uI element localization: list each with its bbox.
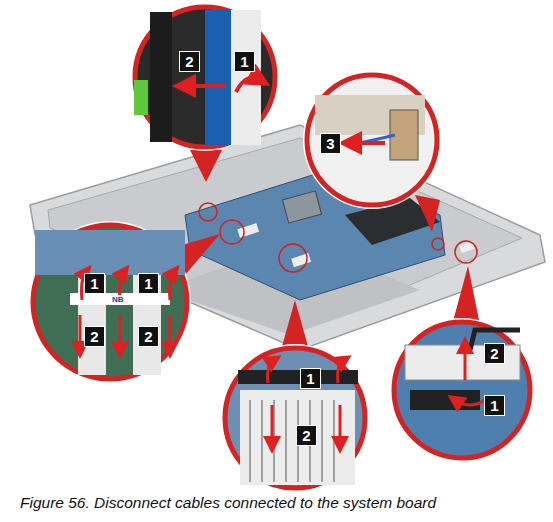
callout-number: 1 xyxy=(300,368,321,389)
callout-number: 2 xyxy=(179,51,200,72)
callout-number: 3 xyxy=(320,133,341,154)
cable-tag: NB xyxy=(110,295,126,304)
callout-number: 1 xyxy=(484,395,505,416)
callout-number: 1 xyxy=(234,51,255,72)
callout-number: 2 xyxy=(138,326,159,347)
figure-caption: Figure 56. Disconnect cables connected t… xyxy=(20,494,436,512)
callout-number: 1 xyxy=(84,273,105,294)
callout-number: 2 xyxy=(84,326,105,347)
callout-number: 2 xyxy=(484,343,505,364)
callout-number: 1 xyxy=(138,273,159,294)
callout-number: 2 xyxy=(296,425,317,446)
